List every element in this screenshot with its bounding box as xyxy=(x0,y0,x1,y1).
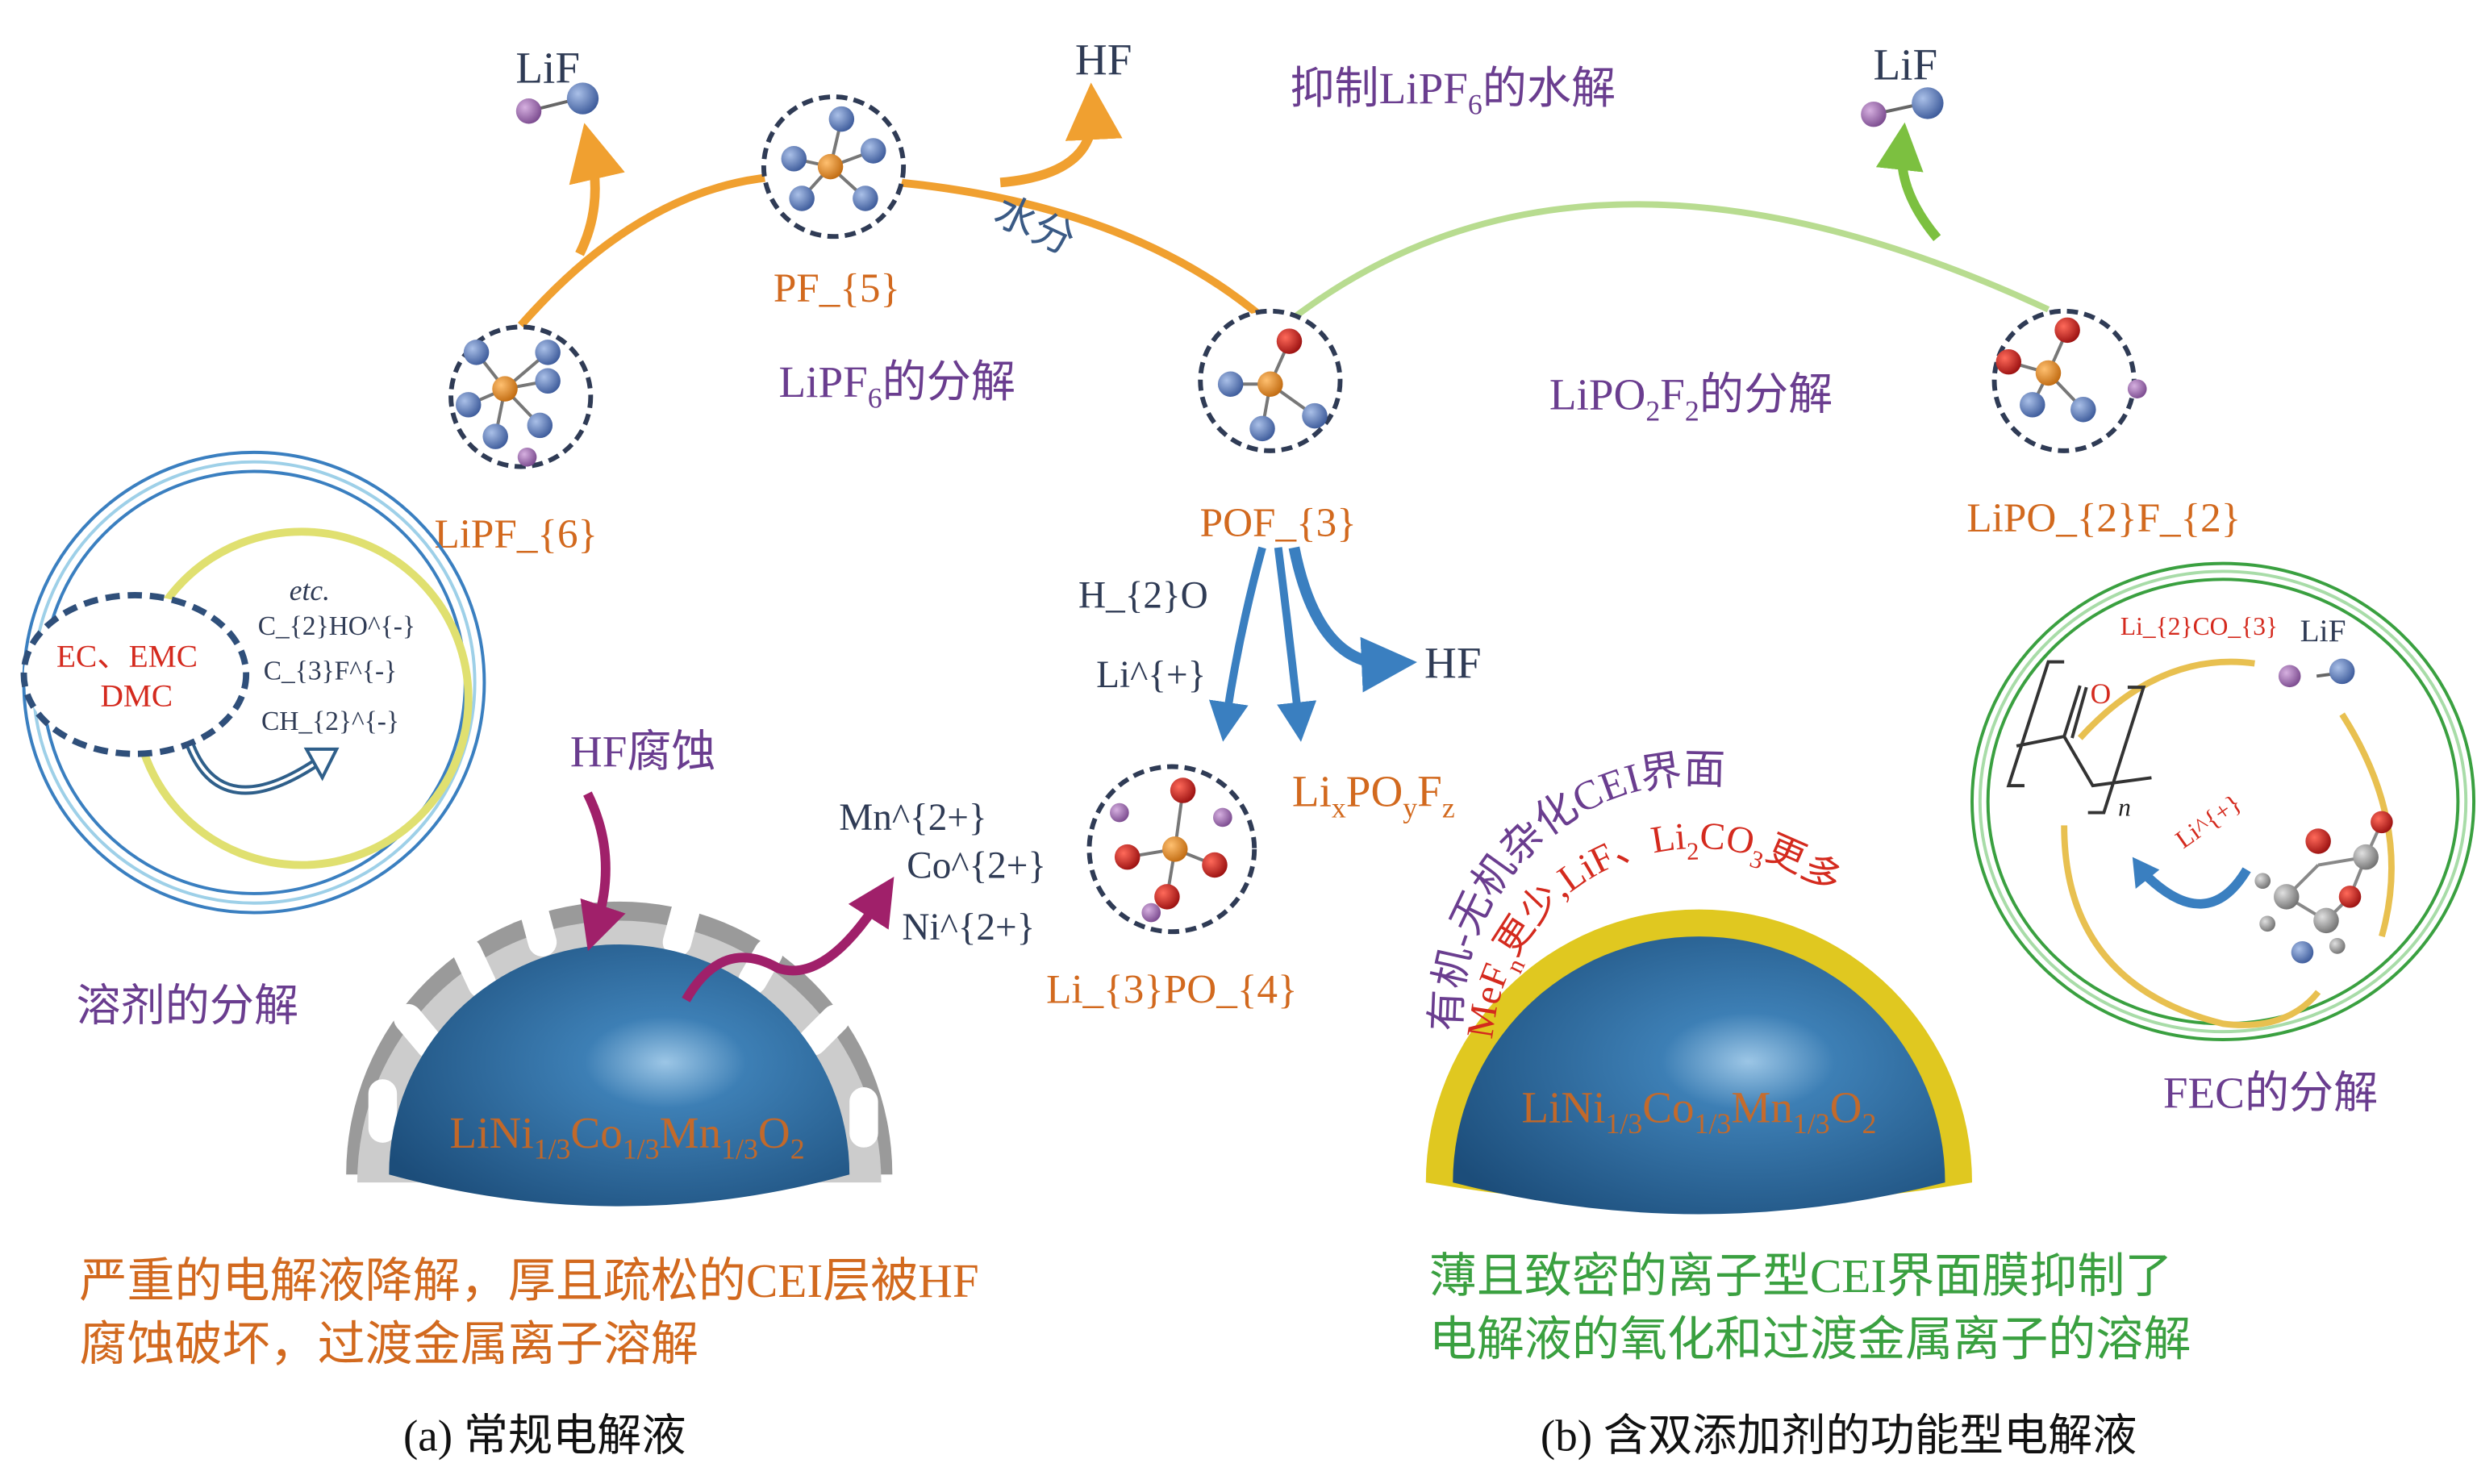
cathode-particle-right xyxy=(1425,909,1972,1215)
fec-lif-label: LiF xyxy=(2300,613,2346,648)
fec-molecule xyxy=(2254,811,2393,964)
lipo2f2-decomposition-arc xyxy=(1292,201,2050,320)
hf-label-right: HF xyxy=(1424,638,1481,687)
fec-li-plus-label: Li^{+} xyxy=(2171,789,2246,854)
li3po4-label: Li_{3}PO_{4} xyxy=(1046,967,1297,1013)
lif-molecule-left xyxy=(515,82,599,124)
lif-label-right: LiF xyxy=(1873,40,1937,89)
li3po4-molecule xyxy=(1086,764,1257,935)
solvent-decomposition-panel: EC、EMC DMC etc. C_{2}HO^{-} C_{3}F^{-} C… xyxy=(20,450,486,915)
lipo2f2-molecule xyxy=(1991,308,2147,453)
hf-release-arrow xyxy=(999,82,1123,188)
fec-li2co3-label: Li_{2}CO_{3} xyxy=(2120,612,2278,640)
moisture-label: 水分 xyxy=(987,188,1082,265)
lif-label-left: LiF xyxy=(515,43,580,92)
metal-dissolution-arrow xyxy=(682,876,894,1003)
pof3-label: POF_{3} xyxy=(1200,500,1357,546)
co-ion-label: Co^{2+} xyxy=(907,844,1046,886)
suppress-hydrolysis-label: 抑制LiPF6的水解 xyxy=(1290,64,1616,121)
product-c3f: C_{3}F^{-} xyxy=(264,656,397,686)
right-description-line1: 薄且致密的离子型CEI界面膜抑制了 xyxy=(1429,1249,2173,1303)
product-ch2: CH_{2}^{-} xyxy=(261,707,399,736)
caption-b: (b) 含双添加剂的功能型电解液 xyxy=(1541,1411,2137,1461)
solvents-line1: EC、EMC xyxy=(56,639,198,674)
product-c2ho: C_{2}HO^{-} xyxy=(258,611,415,641)
hf-corrosion-label: HF腐蚀 xyxy=(570,727,716,777)
lixpoyfz-label: LixPOyFz xyxy=(1292,767,1455,824)
pof3-to-hf-arrow xyxy=(1288,546,1417,693)
lipf6-molecule xyxy=(448,324,594,469)
fec-decomposition-panel: Li_{2}CO_{3} LiF O n Li^{+} xyxy=(1970,561,2476,1041)
solvents-line2: DMC xyxy=(100,678,173,714)
cathode-formula-left: LiNi1/3Co1/3Mn1/3O2 xyxy=(450,1108,805,1165)
li-plus-label: Li^{+} xyxy=(1096,654,1206,696)
pof3-to-lixpoyfz-arrow xyxy=(1208,546,1266,742)
pf5-molecule xyxy=(761,94,907,240)
pf5-label: PF_{5} xyxy=(774,265,900,311)
ni-ion-label: Ni^{2+} xyxy=(902,907,1035,948)
hf-corrosion-arrow xyxy=(580,791,626,952)
lif-release-arrow xyxy=(569,123,625,256)
lipf6-label: LiPF_{6} xyxy=(434,511,598,557)
carbonyl-o-label: O xyxy=(2091,677,2112,710)
curved-arrow-icon xyxy=(186,744,320,795)
left-description-line1: 严重的电解液降解，厚且疏松的CEI层被HF xyxy=(79,1254,978,1307)
li-transfer-arrow-icon xyxy=(2140,867,2251,909)
mn-ion-label: Mn^{2+} xyxy=(839,797,986,839)
lif-right-release-arrow xyxy=(1875,122,1941,241)
cathode-formula-right: LiNi1/3Co1/3Mn1/3O2 xyxy=(1521,1082,1876,1140)
lipo2f2-label: LiPO_{2}F_{2} xyxy=(1966,495,2241,541)
right-description-line2: 电解液的氧化和过渡金属离子的溶解 xyxy=(1429,1313,2191,1366)
pof3-molecule xyxy=(1198,308,1343,453)
lipf6-decomposition-label: LiPF6的分解 xyxy=(778,357,1015,415)
h2o-label: H_{2}O xyxy=(1078,575,1208,617)
polymer-structure xyxy=(2006,660,2152,815)
etc-label: etc. xyxy=(290,574,330,607)
fec-decomposition-label: FEC的分解 xyxy=(2163,1069,2378,1118)
pof3-to-li3po4-arrow xyxy=(1274,547,1317,742)
lif-molecule-right xyxy=(1861,87,1944,127)
lipo2f2-decomposition-label: LiPO2F2的分解 xyxy=(1549,370,1833,427)
left-description-line2: 腐蚀破坏，过渡金属离子溶解 xyxy=(79,1318,698,1371)
solvent-decomposition-label: 溶剂的分解 xyxy=(76,981,298,1030)
hf-label-top: HF xyxy=(1075,35,1132,85)
polymer-n-label: n xyxy=(2118,794,2131,822)
caption-a: (a) 常规电解液 xyxy=(403,1411,686,1461)
cathode-particle-left xyxy=(346,897,893,1207)
